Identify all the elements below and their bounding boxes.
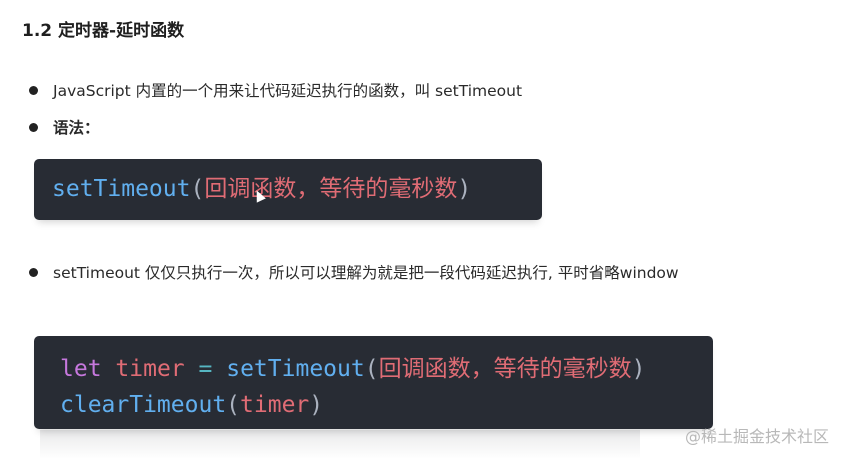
code-variable: timer — [240, 392, 310, 418]
code-reflection — [40, 430, 640, 459]
bullet-dot-icon — [29, 122, 38, 132]
code-paren-open: ( — [364, 356, 379, 382]
code-paren-open: ( — [226, 392, 241, 418]
code-paren-close: ) — [309, 392, 324, 418]
code-variable: timer — [115, 356, 185, 382]
code-block-syntax: setTimeout(回调函数，等待的毫秒数) — [34, 159, 542, 220]
code-arg-comma: ， — [470, 356, 494, 382]
bullet-intro-text: JavaScript 内置的一个用来让代码延迟执行的函数，叫 setTimeou… — [53, 82, 523, 100]
code-function-name: clearTimeout — [60, 392, 227, 418]
bullet-note-text: setTimeout 仅仅只执行一次，所以可以理解为就是把一段代码延迟执行, 平… — [53, 264, 679, 282]
code-paren-close: ) — [457, 176, 472, 202]
code-arg-callback: 回调函数 — [378, 356, 471, 382]
section-heading: 1.2 定时器-延时函数 — [22, 21, 185, 41]
bullet-syntax-text: 语法： — [53, 119, 100, 137]
code-paren-open: ( — [190, 176, 205, 202]
bullet-dot-icon — [29, 85, 38, 95]
bullet-intro: JavaScript 内置的一个用来让代码延迟执行的函数，叫 setTimeou… — [29, 79, 522, 101]
code-arg-comma: ， — [296, 176, 320, 202]
bullet-dot-icon — [29, 267, 38, 277]
code-line-1: let timer = setTimeout(回调函数，等待的毫秒数) — [60, 351, 713, 387]
code-function-name: setTimeout — [52, 176, 191, 202]
code-keyword: let — [60, 356, 102, 382]
code-function-name: setTimeout — [226, 356, 365, 382]
code-operator: = — [198, 356, 213, 382]
bullet-note: setTimeout 仅仅只执行一次，所以可以理解为就是把一段代码延迟执行, 平… — [29, 261, 679, 283]
code-arg-callback: 回调函数 — [204, 176, 297, 202]
code-arg-delay: 等待的毫秒数 — [493, 356, 632, 382]
code-block-example: let timer = setTimeout(回调函数，等待的毫秒数) clea… — [34, 336, 713, 429]
code-arg-delay: 等待的毫秒数 — [319, 176, 458, 202]
code-paren-close: ) — [631, 356, 646, 382]
code-line-2: clearTimeout(timer) — [60, 387, 713, 423]
bullet-syntax: 语法： — [29, 116, 100, 138]
watermark: @稀土掘金技术社区 — [684, 427, 829, 446]
